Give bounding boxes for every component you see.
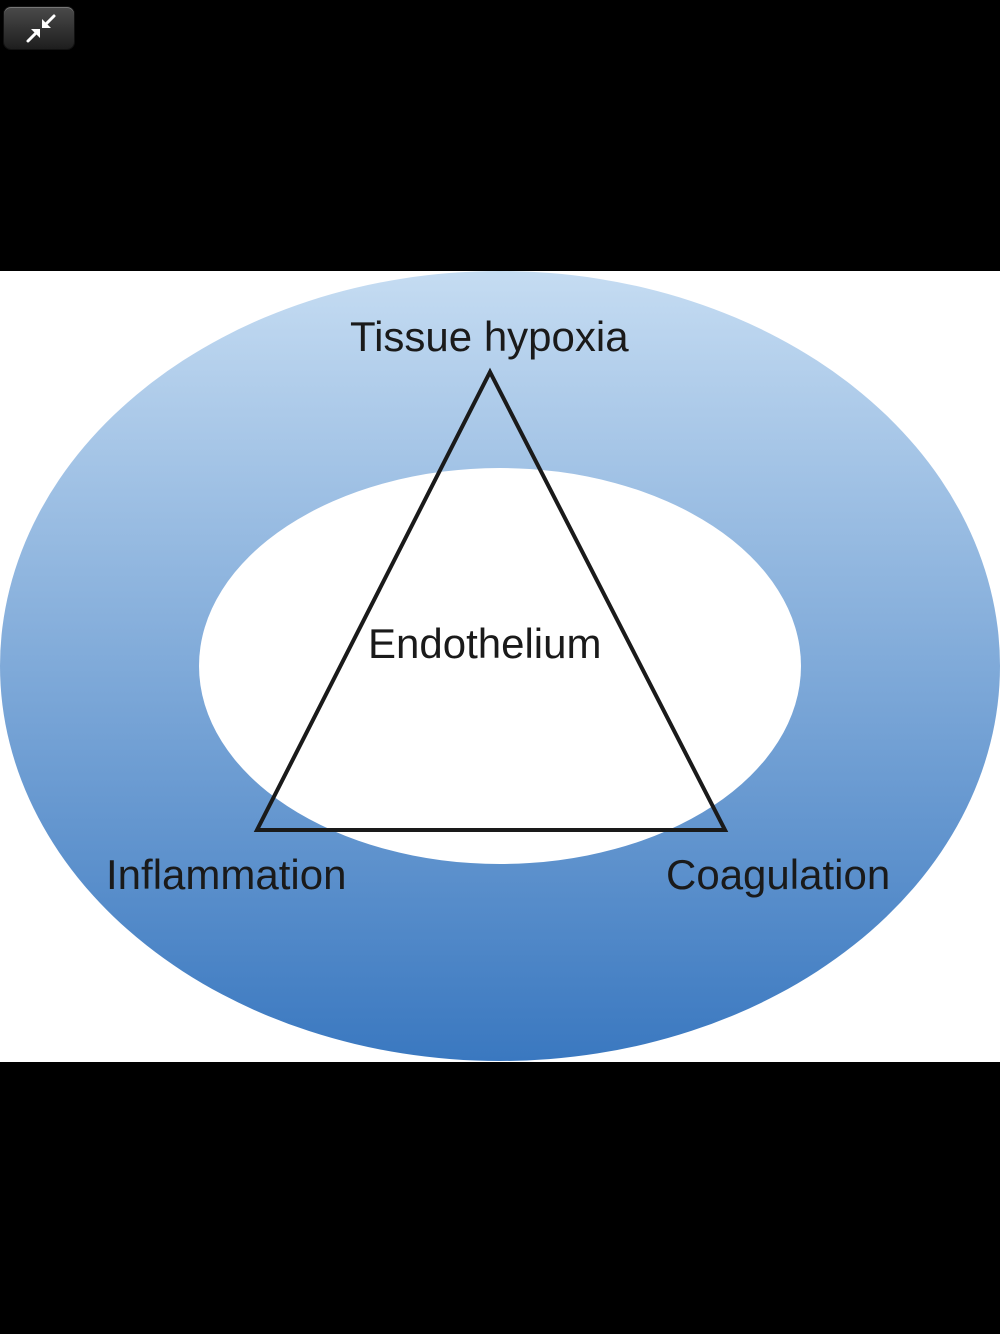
label-inflammation: Inflammation [106,851,347,898]
collapse-arrows-icon [26,14,56,43]
label-tissue-hypoxia: Tissue hypoxia [350,313,629,360]
diagram-graphic [0,271,1000,1061]
label-endothelium: Endothelium [368,620,602,667]
triangle [253,367,729,832]
exit-fullscreen-button[interactable] [4,7,74,49]
label-coagulation: Coagulation [666,851,891,898]
diagram-figure: Tissue hypoxia Endothelium Inflammation … [0,271,1000,1062]
inner-ellipse [199,468,801,864]
